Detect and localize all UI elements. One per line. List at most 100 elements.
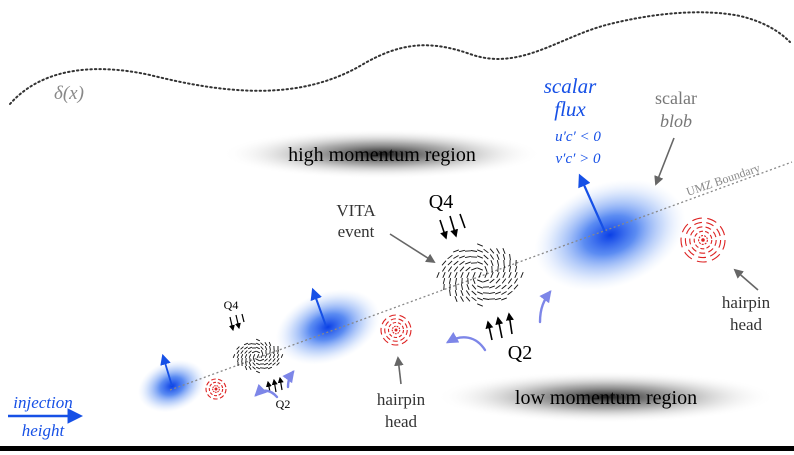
vita-vector-field-large xyxy=(436,243,524,307)
vector-arrow xyxy=(501,284,507,290)
vector-arrow xyxy=(477,243,483,247)
q4-label-small: Q4 xyxy=(224,298,239,312)
vector-arrow xyxy=(263,367,269,369)
vector-arrow xyxy=(264,342,268,346)
vector-arrow xyxy=(483,248,489,254)
scalar-blob-pointer xyxy=(654,137,675,186)
scalar-flux-label-line1: scalar xyxy=(544,74,597,98)
vita-label-line2: event xyxy=(338,222,375,241)
vector-arrow xyxy=(269,345,271,351)
vector-arrow xyxy=(502,248,506,254)
vector-arrow xyxy=(244,365,248,371)
scalar-blob-medium xyxy=(275,289,381,365)
vector-arrow xyxy=(276,362,280,366)
vector-arrow xyxy=(244,354,248,358)
vector-arrow xyxy=(460,296,464,302)
vector-arrow xyxy=(482,298,490,300)
vector-arrow xyxy=(232,354,236,358)
vector-arrow xyxy=(256,350,260,354)
q4-arrows-small xyxy=(228,313,245,332)
scalar-flux-eq1: u′c′ < 0 xyxy=(555,129,601,145)
vector-arrow xyxy=(495,278,501,284)
vector-arrow xyxy=(277,349,279,355)
scalar-blob-large xyxy=(534,179,686,291)
vector-arrow xyxy=(520,272,524,278)
vector-arrow xyxy=(484,272,488,278)
vector-arrow xyxy=(247,343,253,345)
vector-arrow xyxy=(496,272,500,278)
vector-arrow xyxy=(453,249,459,253)
vector-arrow xyxy=(477,297,483,301)
vector-arrow xyxy=(264,345,268,351)
vector-arrow xyxy=(455,277,457,285)
vector-arrow xyxy=(448,278,452,284)
vector-arrow xyxy=(489,291,495,295)
vector-arrow xyxy=(256,342,260,346)
vector-arrow xyxy=(458,249,466,253)
vector-arrow xyxy=(236,350,240,354)
vector-arrow xyxy=(244,346,248,350)
hairpin-right-line2: head xyxy=(730,315,763,334)
vector-arrow xyxy=(514,272,518,278)
vector-arrow xyxy=(268,341,272,347)
vector-arrow xyxy=(236,346,240,350)
vector-arrow xyxy=(248,354,252,358)
vector-arrow xyxy=(449,289,451,297)
vita-pointer xyxy=(389,233,436,264)
scalar-flux-label-line2: flux xyxy=(554,97,586,121)
vector-arrow xyxy=(465,261,471,265)
vector-arrow xyxy=(501,278,507,284)
vector-arrow xyxy=(453,266,459,272)
swirl-arrows xyxy=(254,290,552,399)
hairpin-mid-line1: hairpin xyxy=(377,390,426,409)
vector-arrow xyxy=(272,358,276,362)
vector-arrow xyxy=(442,266,446,272)
vector-arrow xyxy=(466,284,470,290)
vector-arrow xyxy=(496,260,500,266)
vector-arrow xyxy=(454,296,458,302)
vector-arrow xyxy=(244,350,248,354)
hairpin-head-vortex-large xyxy=(680,217,726,263)
vector-arrow xyxy=(459,260,465,266)
vector-arrow xyxy=(508,272,512,278)
vector-arrow xyxy=(466,272,470,278)
hairpin-right-pointer xyxy=(733,268,759,291)
vector-arrow xyxy=(490,260,494,266)
vortex-ring xyxy=(698,235,708,245)
vortex-ring xyxy=(380,314,412,346)
vector-arrow xyxy=(268,358,272,362)
vector-arrow xyxy=(256,366,260,370)
vector-arrow xyxy=(248,350,252,354)
vector-arrow xyxy=(447,260,453,266)
vector-arrow xyxy=(477,255,483,259)
vector-arrow xyxy=(448,272,452,278)
vector-arrow xyxy=(252,362,256,366)
vector-arrow xyxy=(477,303,483,307)
vortex-ring xyxy=(387,321,405,339)
vector-arrow xyxy=(248,361,252,367)
vector-arrow xyxy=(513,284,519,290)
injection-label: injection xyxy=(13,393,72,412)
vector-arrow xyxy=(494,297,502,301)
vector-arrow xyxy=(272,354,276,358)
high-momentum-label: high momentum region xyxy=(288,144,476,166)
vortex-ring xyxy=(391,325,401,335)
vector-arrow xyxy=(465,266,471,272)
vector-arrow xyxy=(502,253,506,261)
boundary-layer-label: δ(x) xyxy=(54,83,84,104)
boundary-layer-edge xyxy=(9,11,791,105)
vector-arrow xyxy=(507,284,513,290)
vortex-ring xyxy=(684,221,722,259)
vector-arrow xyxy=(256,346,260,350)
vector-arrow xyxy=(453,255,459,259)
umz-boundary-line xyxy=(169,161,793,391)
vector-arrow xyxy=(477,279,483,283)
vector-arrow xyxy=(252,354,256,358)
vector-arrow xyxy=(496,248,500,254)
low-momentum-label: low momentum region xyxy=(515,387,697,409)
vector-arrow xyxy=(263,362,269,366)
vector-arrow xyxy=(489,254,495,260)
vita-label-line1: VITA xyxy=(336,201,376,220)
vector-arrow xyxy=(260,349,264,355)
vector-arrow xyxy=(514,278,518,284)
